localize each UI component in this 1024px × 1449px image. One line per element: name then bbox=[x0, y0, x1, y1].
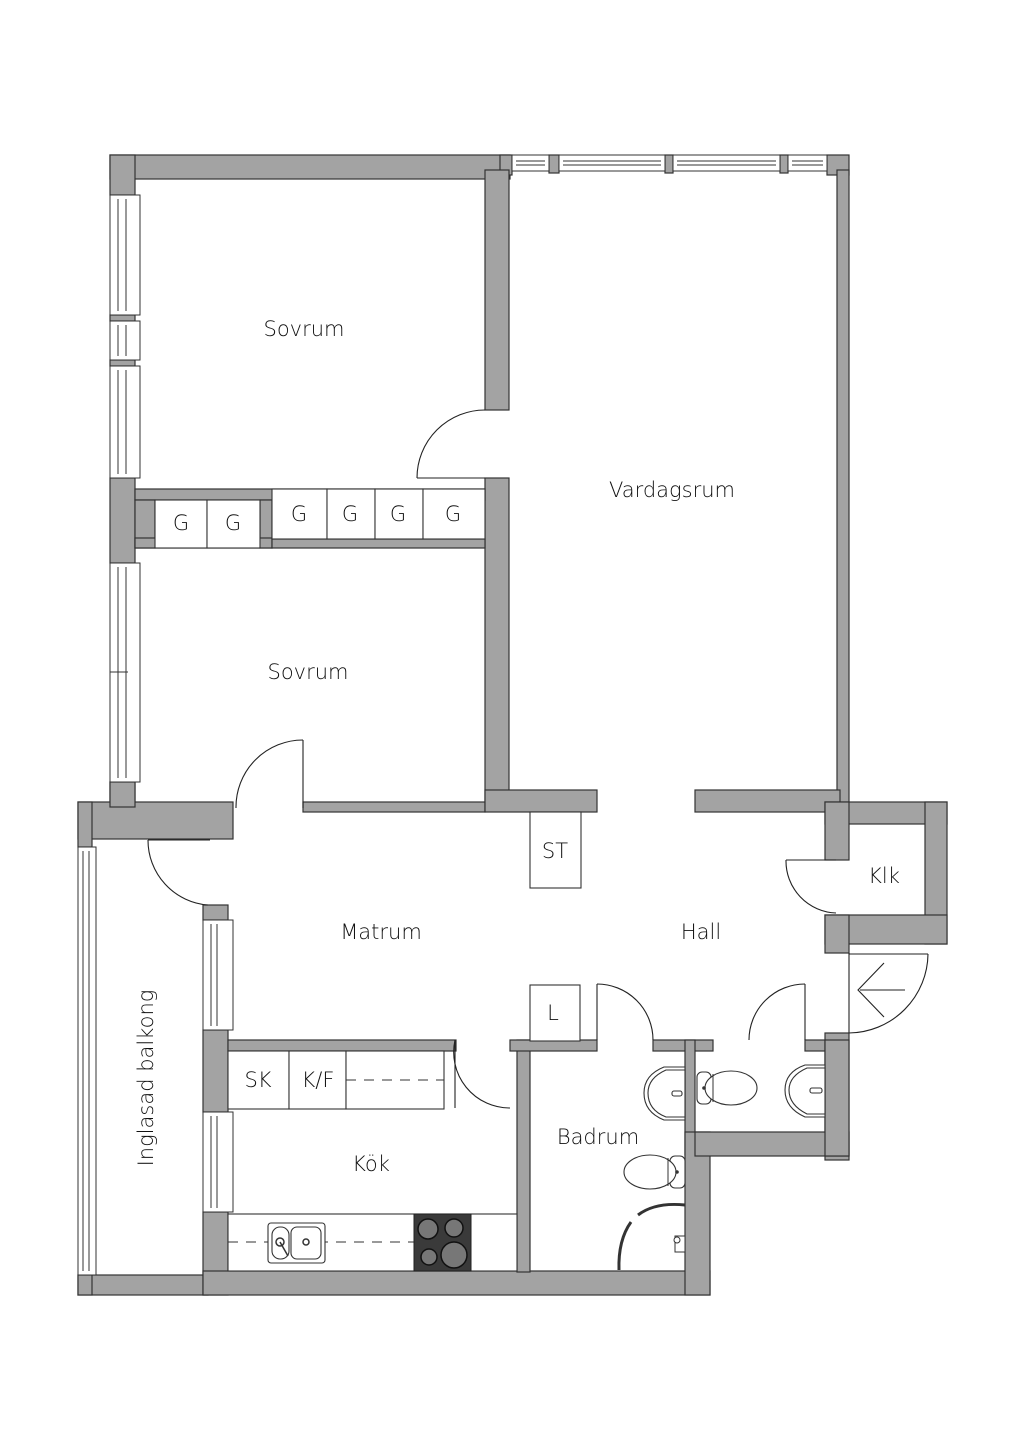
door-balkong[interactable] bbox=[147, 839, 210, 906]
sink-icon bbox=[267, 1222, 326, 1264]
kitchen-upper-counter: SK K/F bbox=[227, 1050, 445, 1110]
sk-label: SK bbox=[244, 1068, 271, 1092]
room-label-sovrum-2: Sovrum bbox=[267, 660, 348, 684]
wardrobe-label: G bbox=[173, 511, 189, 535]
toilet-icon bbox=[623, 1154, 686, 1190]
door-klk[interactable] bbox=[785, 859, 837, 914]
room-label-vardagsrum: Vardagsrum bbox=[609, 478, 735, 502]
door-sovrum-1[interactable] bbox=[416, 409, 486, 479]
room-label-hall: Hall bbox=[681, 920, 721, 944]
shower-icon bbox=[617, 1203, 686, 1271]
st-label: ST bbox=[542, 839, 568, 863]
wardrobe-label: G bbox=[291, 502, 307, 526]
kitchen-lower-counter bbox=[227, 1213, 518, 1272]
wardrobe-label: G bbox=[225, 511, 241, 535]
wardrobe-label: G bbox=[390, 502, 406, 526]
st-cabinet: ST bbox=[529, 811, 582, 889]
walls bbox=[77, 154, 948, 1296]
room-labels: Sovrum Vardagsrum Sovrum Matrum Hall Klk… bbox=[134, 317, 900, 1176]
door-kok[interactable] bbox=[453, 1039, 511, 1109]
windows bbox=[77, 154, 828, 1276]
room-label-klk: Klk bbox=[868, 864, 900, 888]
room-label-badrum: Badrum bbox=[557, 1125, 639, 1149]
bathroom-fixtures bbox=[617, 1064, 826, 1271]
wardrobe-label: G bbox=[445, 502, 461, 526]
stove-icon bbox=[413, 1213, 472, 1272]
door-wc[interactable] bbox=[748, 983, 806, 1041]
washbasin-icon bbox=[784, 1064, 826, 1118]
doors bbox=[147, 409, 929, 1109]
wardrobes: G G G G G G bbox=[154, 488, 486, 549]
entrance-arrow-icon bbox=[857, 962, 905, 1018]
door-badrum[interactable] bbox=[596, 983, 654, 1041]
l-cabinet: L bbox=[529, 984, 581, 1042]
room-label-matrum: Matrum bbox=[340, 920, 422, 944]
toilet-icon bbox=[696, 1070, 758, 1106]
room-label-balkong: Inglasad balkong bbox=[134, 990, 158, 1167]
door-entrance[interactable] bbox=[848, 953, 929, 1034]
l-label: L bbox=[547, 1001, 559, 1025]
room-label-sovrum-1: Sovrum bbox=[263, 317, 344, 341]
kf-label: K/F bbox=[302, 1068, 335, 1092]
room-label-kok: Kök bbox=[352, 1152, 390, 1176]
washbasin-icon bbox=[643, 1066, 686, 1121]
door-sovrum-2[interactable] bbox=[235, 739, 304, 809]
wardrobe-label: G bbox=[342, 502, 358, 526]
